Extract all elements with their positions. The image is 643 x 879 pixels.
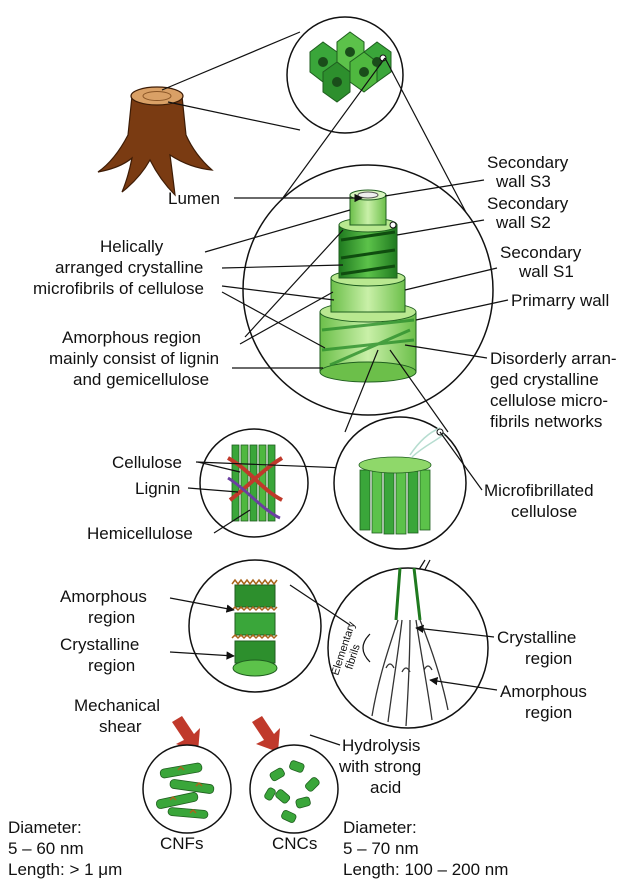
mfc-label-line1: Microfibrillated: [484, 481, 594, 500]
mechanical-shear-line1: Mechanical: [74, 696, 160, 715]
helical-label-line1: Helically: [100, 237, 164, 256]
hydrolysis-arrow: [252, 716, 280, 752]
cnf-circle: [143, 745, 231, 833]
crystalline-left-line1: Crystalline: [60, 635, 139, 654]
lignin-label: Lignin: [135, 479, 180, 498]
cnfs-label: CNFs: [160, 834, 203, 853]
nanofibril-stack-circle: [189, 560, 321, 692]
cnc-diameter-label: Diameter:: [343, 818, 417, 837]
s3-label-line1: Secondary: [487, 153, 569, 172]
amorphous-left-line2: region: [88, 608, 135, 627]
helical-label-line2: arranged crystalline: [55, 258, 203, 277]
crystalline-left-line2: region: [88, 656, 135, 675]
hydrolysis-line2: with strong: [338, 757, 421, 776]
microfibril-bundle-circle: [334, 417, 466, 549]
s1-label-line2: wall S1: [518, 262, 574, 281]
cnf-diameter-label: Diameter:: [8, 818, 82, 837]
cell-wall-layers-circle: [243, 165, 493, 415]
cnc-circle: [250, 745, 338, 833]
s2-label-line2: wall S2: [495, 213, 551, 232]
s3-label-line2: wall S3: [495, 172, 551, 191]
connector-line: [168, 102, 300, 130]
amorphous-region-label-line1: Amorphous region: [62, 328, 201, 347]
helical-label-line3: microfibrils of cellulose: [33, 279, 204, 298]
amorphous-right-line1: Amorphous: [500, 682, 587, 701]
tree-stump-illustration: [98, 87, 212, 195]
amorphous-region-label-line3: and gemicellulose: [73, 370, 209, 389]
hydrolysis-pointer: [310, 735, 340, 745]
s1-label-line1: Secondary: [500, 243, 582, 262]
cnc-diameter-value: 5 – 70 nm: [343, 839, 419, 858]
disorder-label-line2: ged crystalline: [490, 370, 599, 389]
hydrolysis-line1: Hydrolysis: [342, 736, 420, 755]
cnc-length: Length: 100 – 200 nm: [343, 860, 508, 879]
crystalline-right-line2: region: [525, 649, 572, 668]
cncs-label: CNCs: [272, 834, 317, 853]
amorphous-right-line2: region: [525, 703, 572, 722]
crystalline-right-line1: Crystalline: [497, 628, 576, 647]
cnf-diameter-value: 5 – 60 nm: [8, 839, 84, 858]
disorder-label-line1: Disorderly arran-: [490, 349, 617, 368]
s2-label-line1: Secondary: [487, 194, 569, 213]
primary-wall-label: Primarry wall: [511, 291, 609, 310]
mechanical-shear-line2: shear: [99, 717, 142, 736]
mfc-label-line2: cellulose: [511, 502, 577, 521]
disorder-label-line4: fibrils networks: [490, 412, 602, 431]
cellulose-label: Cellulose: [112, 453, 182, 472]
hydrolysis-line3: acid: [370, 778, 401, 797]
lumen-label: Lumen: [168, 189, 220, 208]
amorphous-region-label-line2: mainly consist of lignin: [49, 349, 219, 368]
connector-line: [162, 32, 300, 90]
cnf-length: Length: > 1 μm: [8, 860, 122, 879]
disorder-label-line3: cellulose micro-: [490, 391, 608, 410]
amorphous-left-line1: Amorphous: [60, 587, 147, 606]
lignocellulose-bundle-circle: [200, 429, 308, 537]
honeycomb-cell-circle: [287, 17, 403, 133]
hemicellulose-label: Hemicellulose: [87, 524, 193, 543]
